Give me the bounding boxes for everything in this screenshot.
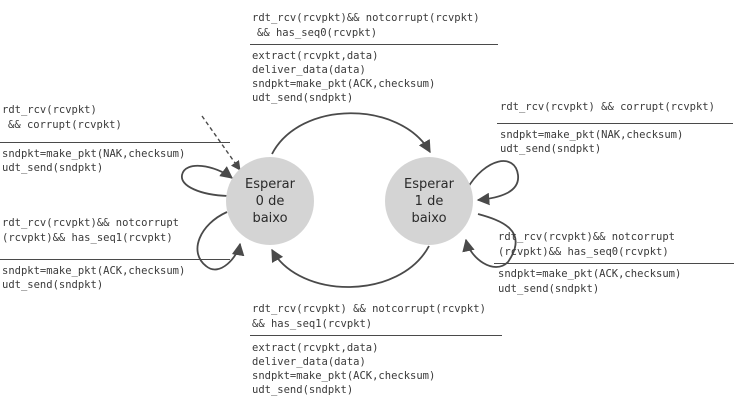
state-1-line-3: baixo xyxy=(411,210,447,226)
state-0-line-3: baixo xyxy=(252,210,288,226)
guard-divider xyxy=(497,123,733,124)
event-line: (rcvpkt)&& has_seq0(rcvpkt) xyxy=(498,246,669,258)
state-1-line-1: Esperar xyxy=(404,176,454,192)
event-line: rdt_rcv(rcvpkt)&& notcorrupt(rcvpkt) xyxy=(252,12,480,24)
state-wait-1: Esperar 1 de baixo xyxy=(385,157,473,245)
action-line: sndpkt=make_pkt(ACK,checksum) xyxy=(252,370,436,382)
action-line: deliver_data(data) xyxy=(252,356,366,368)
event-line: (rcvpkt)&& has_seq1(rcvpkt) xyxy=(2,232,173,244)
action-line: sndpkt=make_pkt(ACK,checksum) xyxy=(498,268,682,280)
action-line: deliver_data(data) xyxy=(252,64,366,76)
action-line: sndpkt=make_pkt(NAK,checksum) xyxy=(2,148,186,160)
action-line: udt_send(sndpkt) xyxy=(252,384,354,396)
guard-divider xyxy=(494,263,734,264)
state-wait-0: Esperar 0 de baixo xyxy=(226,157,314,245)
transition-arrow-top xyxy=(271,112,431,155)
self-loop-left-upper xyxy=(181,164,234,197)
guard-divider xyxy=(0,259,230,260)
action-line: udt_send(sndpkt) xyxy=(252,92,354,104)
initial-state-arrow xyxy=(201,115,241,171)
self-loop-left-lower xyxy=(196,211,245,271)
state-0-line-1: Esperar xyxy=(245,176,295,192)
self-loop-right-upper xyxy=(466,160,519,206)
event-line: && has_seq1(rcvpkt) xyxy=(252,318,373,330)
event-line: rdt_rcv(rcvpkt)&& notcorrupt xyxy=(498,231,676,243)
action-line: udt_send(sndpkt) xyxy=(2,279,104,291)
self-loop-right-lower xyxy=(462,213,517,268)
event-line: rdt_rcv(rcvpkt) && corrupt(rcvpkt) xyxy=(500,101,715,113)
guard-divider xyxy=(250,335,502,336)
action-line: extract(rcvpkt,data) xyxy=(252,342,379,354)
action-line: udt_send(sndpkt) xyxy=(500,143,602,155)
event-line: rdt_rcv(rcvpkt) && notcorrupt(rcvpkt) xyxy=(252,303,486,315)
event-line: rdt_rcv(rcvpkt)&& notcorrupt xyxy=(2,217,180,229)
guard-divider xyxy=(0,142,230,143)
state-1-line-2: 1 de xyxy=(414,193,444,209)
transition-arrow-bottom xyxy=(271,245,430,288)
action-line: extract(rcvpkt,data) xyxy=(252,50,379,62)
guard-divider xyxy=(250,44,498,45)
action-line: sndpkt=make_pkt(NAK,checksum) xyxy=(500,129,684,141)
action-line: udt_send(sndpkt) xyxy=(2,162,104,174)
state-0-line-2: 0 de xyxy=(255,193,285,209)
action-line: udt_send(sndpkt) xyxy=(498,283,600,295)
action-line: sndpkt=make_pkt(ACK,checksum) xyxy=(252,78,436,90)
event-line: && has_seq0(rcvpkt) xyxy=(257,27,378,39)
action-line: sndpkt=make_pkt(ACK,checksum) xyxy=(2,265,186,277)
event-line: && corrupt(rcvpkt) xyxy=(8,119,122,131)
event-line: rdt_rcv(rcvpkt) xyxy=(2,104,97,116)
